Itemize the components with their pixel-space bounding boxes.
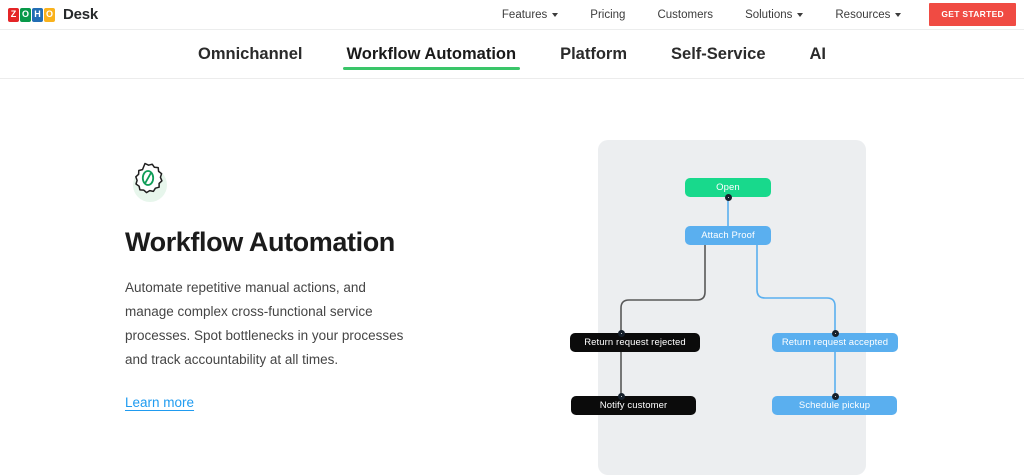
- workflow-node-schedule-pickup[interactable]: Schedule pickup: [772, 396, 897, 415]
- get-started-button[interactable]: GET STARTED: [929, 3, 1016, 26]
- connector-dot-notify: [617, 392, 625, 400]
- chevron-down-icon: [895, 12, 902, 17]
- page-title: Workflow Automation: [125, 227, 395, 257]
- tab-platform[interactable]: Platform: [560, 45, 628, 63]
- connector-dot-rejected: [617, 329, 625, 337]
- logo-letter-z: Z: [8, 7, 19, 22]
- nav-item-features[interactable]: Features: [486, 0, 574, 30]
- top-header-bar: Z O H O Desk Features Pricing Customers …: [0, 0, 1024, 30]
- logo-letter-o2: O: [44, 7, 55, 22]
- feature-description: Automate repetitive manual actions, and …: [125, 280, 404, 368]
- nav-label-features: Features: [501, 8, 548, 21]
- workflow-node-attach-proof[interactable]: Attach Proof: [685, 226, 771, 245]
- zoho-logo-icon: Z O H O: [8, 7, 55, 22]
- chevron-down-icon: [552, 12, 559, 17]
- logo-letter-o1: O: [20, 7, 31, 22]
- workflow-node-notify-customer[interactable]: Notify customer: [571, 396, 696, 415]
- section-tab-bar: Omnichannel Workflow Automation Platform…: [0, 31, 1024, 79]
- chevron-down-icon: [797, 12, 804, 17]
- nav-label-resources: Resources: [835, 8, 891, 21]
- nav-item-pricing[interactable]: Pricing: [574, 0, 641, 30]
- nav-item-resources[interactable]: Resources: [819, 0, 917, 30]
- product-name: Desk: [63, 6, 99, 23]
- workflow-node-open[interactable]: Open: [685, 178, 771, 197]
- tab-ai[interactable]: AI: [809, 45, 827, 63]
- gear-icon: [125, 160, 169, 204]
- gear-icon-glyph: [135, 162, 163, 194]
- logo-letter-h: H: [32, 7, 43, 22]
- connector-dot-open: [724, 193, 732, 201]
- learn-more-link[interactable]: Learn more: [125, 395, 195, 411]
- workflow-node-return-request-accepted[interactable]: Return request accepted: [772, 333, 898, 352]
- connector-dot-accepted: [831, 329, 839, 337]
- nav-label-customers: Customers: [657, 8, 714, 21]
- nav-item-customers[interactable]: Customers: [641, 0, 729, 30]
- nav-label-solutions: Solutions: [745, 8, 793, 21]
- tab-self-service[interactable]: Self-Service: [671, 45, 766, 63]
- primary-navigation: Features Pricing Customers Solutions Res…: [486, 0, 1024, 30]
- nav-label-pricing: Pricing: [590, 8, 626, 21]
- feature-content-column: Workflow Automation Automate repetitive …: [125, 160, 455, 412]
- connector-dot-pickup: [831, 392, 839, 400]
- tab-omnichannel[interactable]: Omnichannel: [197, 45, 303, 63]
- workflow-node-return-request-rejected[interactable]: Return request rejected: [570, 333, 700, 352]
- nav-item-solutions[interactable]: Solutions: [729, 0, 819, 30]
- brand-logo[interactable]: Z O H O Desk: [8, 6, 98, 23]
- tab-workflow-automation[interactable]: Workflow Automation: [325, 31, 539, 79]
